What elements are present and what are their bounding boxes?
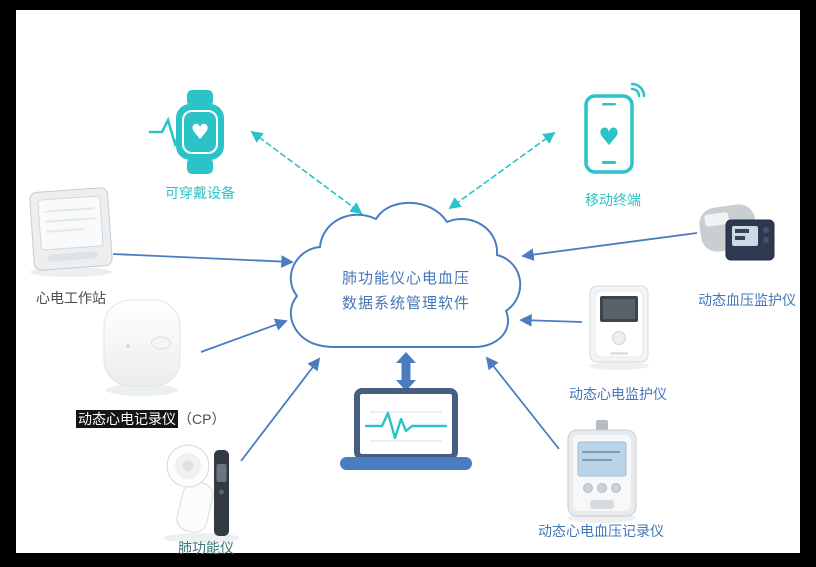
smartwatch-icon: ♥ xyxy=(148,90,224,174)
cloud-shape xyxy=(289,201,522,348)
connector-arrows xyxy=(112,130,698,462)
mobile-phone-icon: ♥ xyxy=(584,82,646,174)
mobile-label: 移动终端 xyxy=(585,192,641,208)
holter-cp-label: 动态心电记录仪（CP） xyxy=(76,409,225,429)
ecg-monitor-label: 动态心电监护仪 xyxy=(569,386,667,402)
laptop xyxy=(340,388,472,470)
cloud-title-line2: 数据系统管理软件 xyxy=(341,295,471,312)
laptop-base xyxy=(340,457,472,470)
cloud-title-line1: 肺功能仪心电血压 xyxy=(341,270,471,287)
ecg-bp-recorder-label: 动态心电血压记录仪 xyxy=(538,523,664,539)
arrow-workstation-to-cloud xyxy=(112,253,294,268)
ecg-monitor-device xyxy=(589,285,649,370)
holter-cp-label-main: 动态心电记录仪 xyxy=(76,410,178,428)
abp-monitor-label: 动态血压监护仪 xyxy=(698,292,796,308)
arrow-abp-to-cloud xyxy=(521,232,698,261)
holter-cp-label-suffix: （CP） xyxy=(178,411,226,427)
wearable-label: 可穿戴设备 xyxy=(165,185,235,201)
svg-text:♥: ♥ xyxy=(191,120,210,144)
spirometer-label: 肺功能仪 xyxy=(178,540,234,556)
arrow-wearable-cloud-dashed xyxy=(250,130,363,215)
ecg-workstation-label: 心电工作站 xyxy=(36,290,106,306)
ecg-bp-recorder-device xyxy=(567,420,637,523)
holter-cp-device xyxy=(103,299,181,396)
laptop-screen xyxy=(354,388,458,460)
sync-double-arrow xyxy=(396,352,416,391)
cloud-title: 肺功能仪心电血压 数据系统管理软件 xyxy=(342,266,470,316)
arrow-holter-to-cloud xyxy=(200,318,288,353)
arrow-ecgmonitor-to-cloud xyxy=(519,314,583,327)
arrow-ecgbp-to-cloud xyxy=(485,356,560,450)
laptop-ecg-waveform xyxy=(364,411,448,440)
abp-monitor-device xyxy=(699,204,775,261)
svg-text:♥: ♥ xyxy=(598,123,620,151)
spirometer-device xyxy=(164,444,240,543)
arrow-mobile-cloud-dashed xyxy=(448,131,556,210)
ecg-workstation-device xyxy=(29,187,113,277)
arrow-spirometer-to-cloud xyxy=(240,357,321,462)
